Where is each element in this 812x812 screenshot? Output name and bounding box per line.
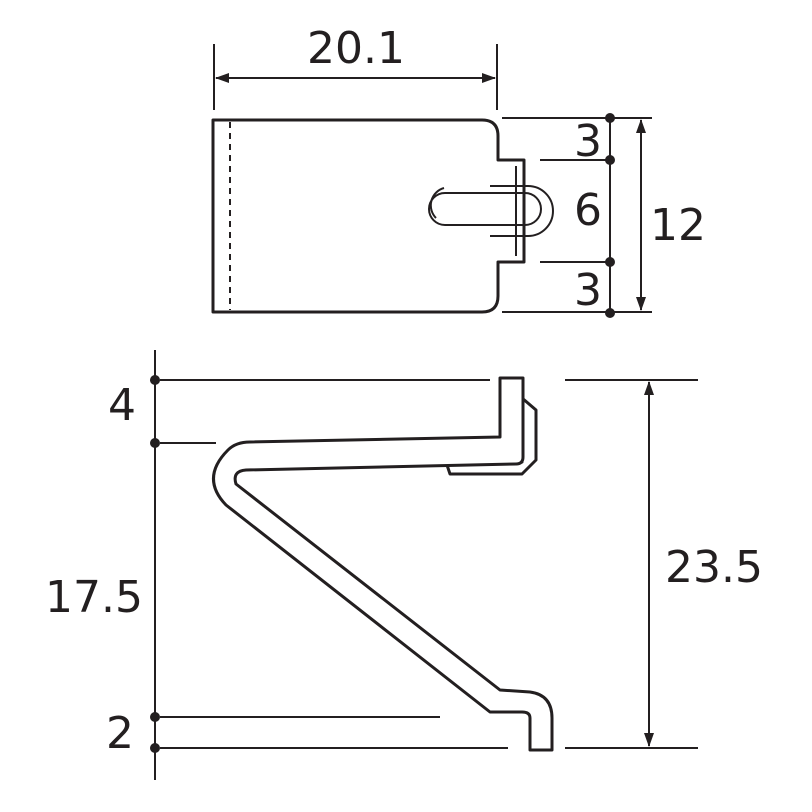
top-dot-2 xyxy=(605,155,615,165)
side-top-offset-label: 4 xyxy=(108,380,136,431)
top-plate-outline xyxy=(211,118,526,314)
top-dot-4 xyxy=(605,308,615,318)
side-dot-2 xyxy=(150,438,160,448)
top-upper-label: 3 xyxy=(574,116,602,167)
top-view: 20.1 3 6 3 12 xyxy=(211,23,706,318)
side-view: 4 17.5 2 23.5 xyxy=(45,350,763,780)
top-dot-1 xyxy=(605,113,615,123)
side-dot-4 xyxy=(150,743,160,753)
hook-loop-outer xyxy=(490,185,554,237)
side-total-label: 23.5 xyxy=(665,542,763,593)
top-width-label: 20.1 xyxy=(307,23,405,74)
side-bottom-offset-label: 2 xyxy=(106,708,134,759)
top-dot-3 xyxy=(605,257,615,267)
hook-arc-left xyxy=(429,187,445,219)
top-lower-label: 3 xyxy=(574,265,602,316)
side-dot-3 xyxy=(150,712,160,722)
side-span-label: 17.5 xyxy=(45,572,143,623)
top-height-label: 12 xyxy=(650,200,706,251)
top-middle-label: 6 xyxy=(574,185,602,236)
side-dot-1 xyxy=(150,375,160,385)
bracket-profile xyxy=(212,376,554,752)
